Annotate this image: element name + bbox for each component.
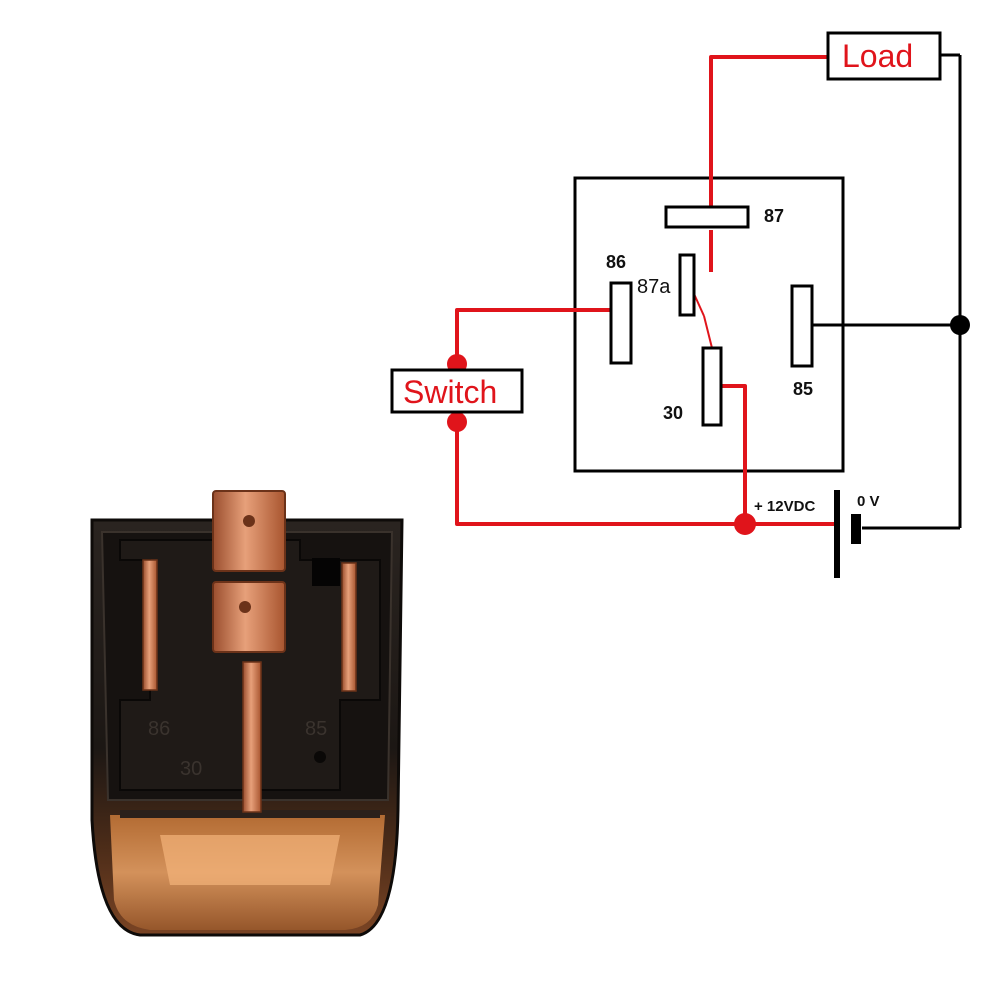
pin-30-label: 30	[663, 403, 683, 423]
load-label: Load	[842, 38, 913, 74]
svg-text:86: 86	[148, 718, 170, 740]
battery-symbol	[834, 490, 861, 578]
relay-pin-86-blade	[142, 559, 158, 691]
pin-87-label: 87	[764, 206, 784, 226]
pin-87-symbol	[664, 205, 750, 229]
pin-85-label: 85	[793, 379, 813, 399]
pin-87a-label: 87a	[637, 276, 671, 298]
positive-wiring	[455, 55, 838, 526]
svg-text:30: 30	[180, 758, 202, 780]
supply-ground-label: 0 V	[857, 493, 880, 510]
switch-label: Switch	[403, 374, 497, 410]
ground-junction-dot	[950, 315, 970, 335]
pin-86-symbol	[609, 281, 633, 365]
pin-87a-symbol	[678, 253, 696, 317]
relay-pin-87-blade	[212, 490, 286, 572]
pin-85-symbol	[790, 284, 814, 368]
supply-junction-dot	[734, 513, 756, 535]
pin-30-symbol	[701, 346, 723, 427]
supply-positive-label: + 12VDC	[754, 498, 815, 515]
pin-86-label: 86	[606, 252, 626, 272]
ground-wiring	[812, 53, 962, 530]
relay-pin-87a-blade	[212, 581, 286, 653]
relay-pin-85-blade	[341, 562, 357, 692]
relay-pin-30-blade	[242, 661, 262, 813]
svg-text:85: 85	[305, 718, 327, 740]
switch-bottom-terminal-dot	[447, 412, 467, 432]
load-box	[826, 31, 942, 81]
relay-photo: 86 85 30	[90, 490, 404, 937]
switch-box	[390, 368, 524, 414]
